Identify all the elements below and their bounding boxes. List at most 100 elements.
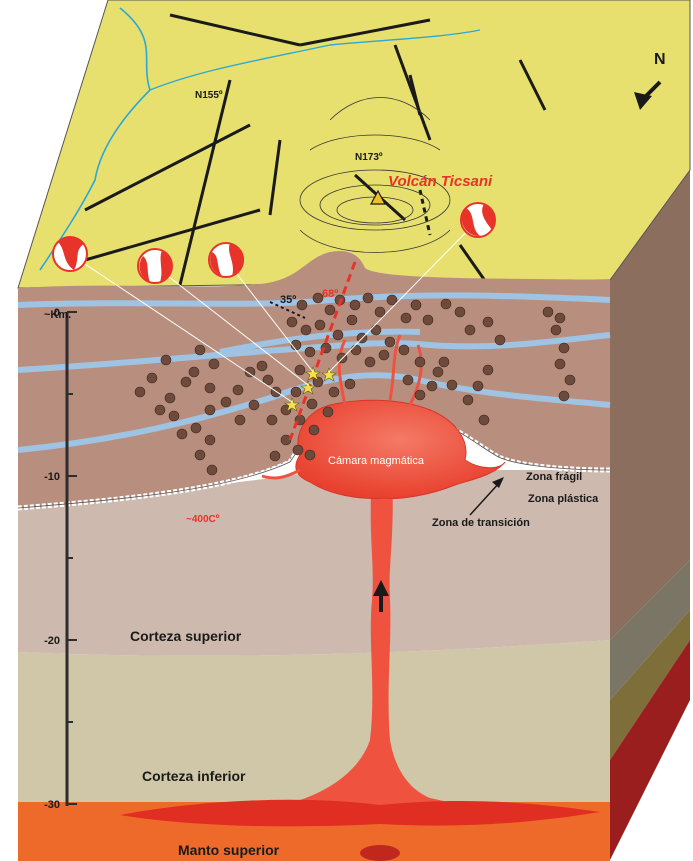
depth-tick-label: -10 bbox=[44, 471, 60, 483]
earthquake-dot bbox=[555, 359, 565, 369]
depth-unit-label: ~Km. bbox=[44, 309, 71, 321]
earthquake-dot bbox=[555, 313, 565, 323]
earthquake-dot bbox=[281, 435, 291, 445]
beachball-3-icon bbox=[209, 243, 244, 277]
layer-lower-crust bbox=[18, 640, 610, 802]
earthquake-dot bbox=[293, 445, 303, 455]
north-label: N bbox=[654, 51, 666, 68]
earthquake-dot bbox=[257, 361, 267, 371]
earthquake-dot bbox=[371, 325, 381, 335]
earthquake-dot bbox=[221, 397, 231, 407]
earthquake-dot bbox=[551, 325, 561, 335]
earthquake-dot bbox=[235, 415, 245, 425]
earthquake-dot bbox=[291, 387, 301, 397]
earthquake-dot bbox=[169, 411, 179, 421]
earthquake-dot bbox=[433, 367, 443, 377]
earthquake-dot bbox=[177, 429, 187, 439]
earthquake-dot bbox=[423, 315, 433, 325]
earthquake-dot bbox=[495, 335, 505, 345]
earthquake-dot bbox=[543, 307, 553, 317]
angle-68-label: 68º bbox=[322, 288, 338, 300]
volcano-label: Volcán Ticsani bbox=[388, 173, 493, 190]
earthquake-dot bbox=[233, 385, 243, 395]
earthquake-dot bbox=[559, 391, 569, 401]
beachball-1-icon bbox=[53, 237, 87, 271]
earthquake-dot bbox=[209, 359, 219, 369]
mantle-plume bbox=[360, 845, 400, 861]
earthquake-dot bbox=[270, 451, 280, 461]
earthquake-dot bbox=[147, 373, 157, 383]
earthquake-dot bbox=[333, 330, 343, 340]
earthquake-dot bbox=[195, 345, 205, 355]
earthquake-dot bbox=[135, 387, 145, 397]
earthquake-dot bbox=[415, 357, 425, 367]
earthquake-dot bbox=[463, 395, 473, 405]
earthquake-dot bbox=[379, 350, 389, 360]
earthquake-dot bbox=[363, 293, 373, 303]
earthquake-dot bbox=[191, 423, 201, 433]
earthquake-dot bbox=[297, 300, 307, 310]
earthquake-dot bbox=[267, 415, 277, 425]
earthquake-dot bbox=[447, 380, 457, 390]
earthquake-dot bbox=[249, 400, 259, 410]
depth-tick-label: -30 bbox=[44, 799, 60, 811]
earthquake-dot bbox=[399, 345, 409, 355]
earthquake-dot bbox=[347, 315, 357, 325]
earthquake-dot bbox=[205, 383, 215, 393]
earthquake-dot bbox=[483, 365, 493, 375]
earthquake-dot bbox=[165, 393, 175, 403]
isotherm-label: ~400Cº bbox=[186, 514, 220, 525]
earthquake-dot bbox=[439, 357, 449, 367]
earthquake-dot bbox=[375, 307, 385, 317]
beachball-2-icon bbox=[138, 249, 172, 283]
earthquake-dot bbox=[189, 367, 199, 377]
earthquake-dot bbox=[385, 337, 395, 347]
earthquake-dot bbox=[181, 377, 191, 387]
earthquake-dot bbox=[483, 317, 493, 327]
earthquake-dot bbox=[441, 299, 451, 309]
upper-crust-label: Corteza superior bbox=[130, 628, 242, 644]
earthquake-dot bbox=[301, 325, 311, 335]
earthquake-dot bbox=[305, 450, 315, 460]
earthquake-dot bbox=[427, 381, 437, 391]
earthquake-dot bbox=[401, 313, 411, 323]
fault-azimuth-label-1: N155º bbox=[195, 90, 223, 101]
earthquake-dot bbox=[287, 317, 297, 327]
earthquake-dot bbox=[207, 465, 217, 475]
earthquake-dot bbox=[465, 325, 475, 335]
upper-mantle-label: Manto superior bbox=[178, 842, 280, 858]
earthquake-dot bbox=[313, 377, 323, 387]
earthquake-dot bbox=[403, 375, 413, 385]
earthquake-dot bbox=[559, 343, 569, 353]
earthquake-dot bbox=[350, 300, 360, 310]
earthquake-dot bbox=[415, 390, 425, 400]
earthquake-dot bbox=[205, 405, 215, 415]
earthquake-dot bbox=[305, 347, 315, 357]
earthquake-dot bbox=[351, 345, 361, 355]
chamber-label: Cámara magmática bbox=[328, 455, 425, 467]
earthquake-dot bbox=[473, 381, 483, 391]
earthquake-dot bbox=[205, 435, 215, 445]
earthquake-dot bbox=[455, 307, 465, 317]
earthquake-dot bbox=[307, 399, 317, 409]
earthquake-dot bbox=[155, 405, 165, 415]
earthquake-dot bbox=[309, 425, 319, 435]
angle-35-label: 35º bbox=[280, 294, 296, 306]
earthquake-dot bbox=[161, 355, 171, 365]
earthquake-dot bbox=[315, 320, 325, 330]
earthquake-dot bbox=[345, 379, 355, 389]
earthquake-dot bbox=[323, 407, 333, 417]
earthquake-dot bbox=[325, 305, 335, 315]
earthquake-dot bbox=[365, 357, 375, 367]
depth-tick-label: -20 bbox=[44, 635, 60, 647]
earthquake-dot bbox=[195, 450, 205, 460]
fault-azimuth-label-2: N173º bbox=[355, 152, 383, 163]
beachball-4-icon bbox=[461, 203, 495, 237]
transition-zone-label: Zona de transición bbox=[432, 517, 530, 529]
earthquake-dot bbox=[479, 415, 489, 425]
earthquake-dot bbox=[411, 300, 421, 310]
lower-crust-label: Corteza inferior bbox=[142, 768, 246, 784]
earthquake-dot bbox=[565, 375, 575, 385]
